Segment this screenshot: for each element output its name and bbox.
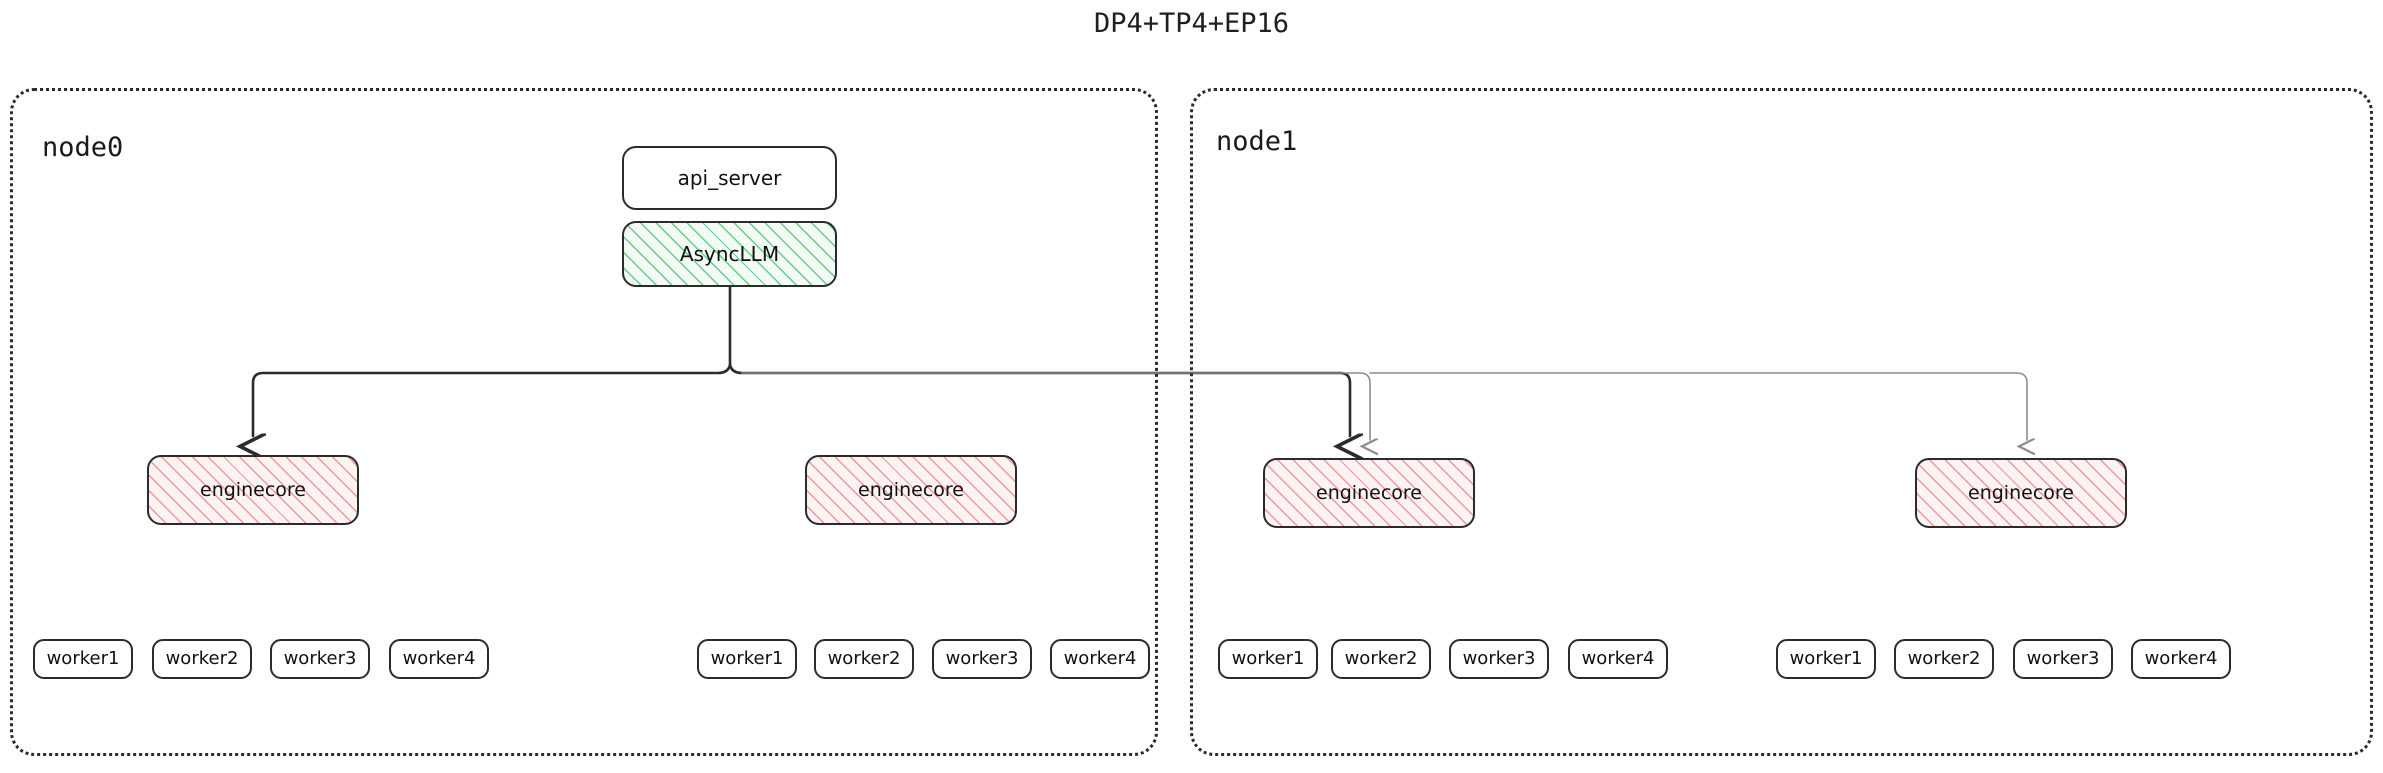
service-async-llm-label: AsyncLLM — [679, 242, 780, 266]
enginecore-node0-1[interactable]: enginecore — [805, 455, 1017, 525]
page-title: DP4+TP4+EP16 — [1093, 8, 1290, 39]
worker-label: worker1 — [1231, 648, 1305, 669]
worker-node0-1-3[interactable]: worker3 — [932, 639, 1032, 679]
worker-node1-1-2[interactable]: worker2 — [1894, 639, 1994, 679]
worker-node1-0-4[interactable]: worker4 — [1568, 639, 1668, 679]
worker-label: worker3 — [2026, 648, 2100, 669]
worker-label: worker4 — [402, 648, 476, 669]
worker-node0-1-2[interactable]: worker2 — [814, 639, 914, 679]
worker-node0-0-4[interactable]: worker4 — [389, 639, 489, 679]
worker-label: worker3 — [1462, 648, 1536, 669]
enginecore-node1-1-label: enginecore — [1968, 481, 2074, 504]
worker-label: worker1 — [46, 648, 120, 669]
worker-node1-1-1[interactable]: worker1 — [1776, 639, 1876, 679]
enginecore-node1-0[interactable]: enginecore — [1263, 458, 1475, 528]
node-label-node0: node0 — [42, 132, 124, 163]
worker-label: worker1 — [710, 648, 784, 669]
worker-node0-0-2[interactable]: worker2 — [152, 639, 252, 679]
enginecore-node0-1-label: enginecore — [858, 478, 964, 501]
worker-label: worker2 — [1907, 648, 1981, 669]
service-async-llm[interactable]: AsyncLLM — [622, 221, 837, 287]
worker-label: worker1 — [1789, 648, 1863, 669]
worker-node1-1-3[interactable]: worker3 — [2013, 639, 2113, 679]
worker-label: worker4 — [1063, 648, 1137, 669]
worker-node1-0-1[interactable]: worker1 — [1218, 639, 1318, 679]
worker-label: worker4 — [1581, 648, 1655, 669]
node-label-node1: node1 — [1216, 126, 1298, 157]
worker-node0-0-1[interactable]: worker1 — [33, 639, 133, 679]
worker-node1-0-2[interactable]: worker2 — [1331, 639, 1431, 679]
enginecore-node1-1[interactable]: enginecore — [1915, 458, 2127, 528]
enginecore-node0-0-label: enginecore — [200, 478, 306, 501]
worker-label: worker2 — [1344, 648, 1418, 669]
worker-node1-0-3[interactable]: worker3 — [1449, 639, 1549, 679]
worker-node1-1-4[interactable]: worker4 — [2131, 639, 2231, 679]
worker-node0-1-4[interactable]: worker4 — [1050, 639, 1150, 679]
enginecore-node0-0[interactable]: enginecore — [147, 455, 359, 525]
worker-node0-0-3[interactable]: worker3 — [270, 639, 370, 679]
worker-label: worker3 — [945, 648, 1019, 669]
enginecore-node1-0-label: enginecore — [1316, 481, 1422, 504]
node-container-node1 — [1190, 88, 2373, 756]
worker-label: worker2 — [165, 648, 239, 669]
service-api-server[interactable]: api_server — [622, 146, 837, 210]
worker-label: worker2 — [827, 648, 901, 669]
worker-label: worker3 — [283, 648, 357, 669]
node-container-node0 — [10, 88, 1158, 756]
service-api-server-label: api_server — [677, 166, 782, 190]
worker-label: worker4 — [2144, 648, 2218, 669]
worker-node0-1-1[interactable]: worker1 — [697, 639, 797, 679]
